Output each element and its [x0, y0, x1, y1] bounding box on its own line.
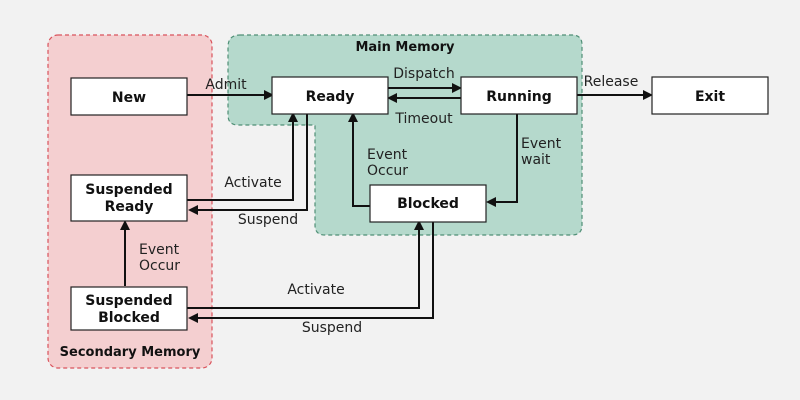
state-new: New	[70, 77, 188, 116]
state-exit: Exit	[651, 76, 769, 115]
secondary-memory-title: Secondary Memory	[60, 345, 201, 360]
state-ready-label: Ready	[306, 89, 355, 105]
state-running-label: Running	[486, 89, 551, 105]
state-ready: Ready	[271, 76, 389, 115]
label-admit: Admit	[205, 77, 247, 93]
event-wait-arrow	[486, 113, 518, 207]
state-suspended-ready-line1: Suspended	[85, 182, 172, 198]
state-suspended-ready: Suspended Ready	[70, 174, 188, 222]
label-event-occur-main-line1: Event	[367, 147, 408, 163]
state-blocked: Blocked	[369, 184, 487, 223]
state-suspended-blocked-line2: Blocked	[98, 310, 160, 326]
main-memory-title: Main Memory	[355, 40, 455, 55]
label-event-occur-secondary-line1: Event	[139, 242, 180, 258]
label-activate-ready: Activate	[224, 175, 281, 191]
label-event-wait-line2: wait	[521, 152, 551, 168]
state-new-label: New	[112, 90, 146, 106]
label-suspend-blocked: Suspend	[302, 320, 362, 336]
label-suspend-ready: Suspend	[238, 212, 298, 228]
label-event-occur-main-line2: Occur	[367, 163, 408, 179]
state-suspended-blocked: Suspended Blocked	[70, 286, 188, 331]
state-exit-label: Exit	[695, 89, 725, 105]
event-occur-main-arrow	[348, 112, 370, 207]
state-blocked-label: Blocked	[397, 196, 459, 212]
state-running: Running	[460, 76, 578, 115]
label-release: Release	[584, 74, 639, 90]
suspend-blocked-arrow	[188, 222, 434, 323]
activate-blocked-arrow	[187, 220, 424, 309]
state-suspended-ready-line2: Ready	[105, 199, 154, 215]
label-event-occur-secondary-line2: Occur	[139, 258, 180, 274]
label-timeout: Timeout	[394, 111, 453, 127]
label-dispatch: Dispatch	[393, 66, 455, 82]
label-event-wait-line1: Event	[521, 136, 562, 152]
label-activate-blocked: Activate	[287, 282, 344, 298]
state-suspended-blocked-line1: Suspended	[85, 293, 172, 309]
suspend-ready-arrow	[188, 114, 308, 215]
activate-ready-arrow	[187, 112, 298, 201]
